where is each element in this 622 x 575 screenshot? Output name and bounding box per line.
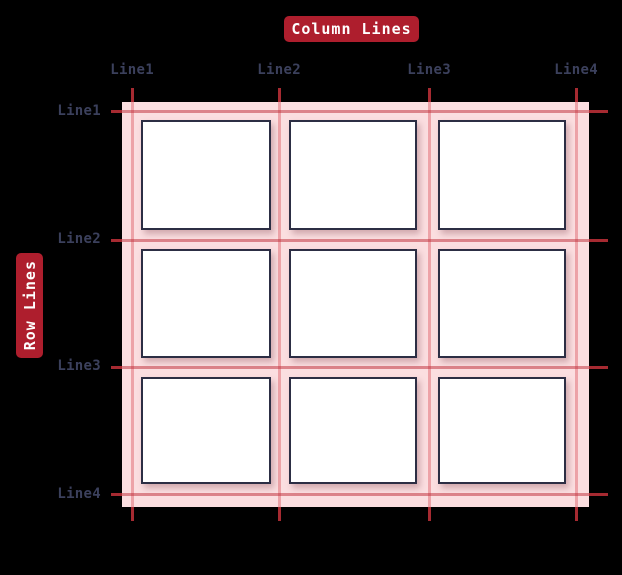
grid-cell-2-3: [438, 249, 566, 358]
grid-cell-3-1: [141, 377, 271, 484]
column-lines-badge: Column Lines: [284, 16, 419, 42]
row-label-line1: Line1: [57, 103, 101, 119]
row-label-line4: Line4: [57, 486, 101, 502]
column-grid-line-4-inner: [575, 102, 578, 507]
column-lines-badge-label: Column Lines: [291, 20, 412, 38]
column-label-line2: Line2: [257, 62, 301, 78]
column-grid-line-2-inner: [278, 102, 281, 507]
column-label-line4: Line4: [554, 62, 598, 78]
grid-cell-1-3: [438, 120, 566, 230]
column-grid-line-3-inner: [428, 102, 431, 507]
grid-cell-3-2: [289, 377, 417, 484]
row-lines-badge: Row Lines: [16, 253, 43, 358]
column-grid-line-1-inner: [131, 102, 134, 507]
grid-cell-3-3: [438, 377, 566, 484]
grid-cell-2-1: [141, 249, 271, 358]
grid-cell-1-1: [141, 120, 271, 230]
row-grid-line-4-inner: [122, 493, 589, 496]
row-grid-line-3-inner: [122, 366, 589, 369]
row-label-line2: Line2: [57, 231, 101, 247]
grid-cell-2-2: [289, 249, 417, 358]
row-lines-badge-label: Row Lines: [20, 260, 39, 351]
row-label-line3: Line3: [57, 358, 101, 374]
column-label-line1: Line1: [110, 62, 154, 78]
row-grid-line-1-inner: [122, 110, 589, 113]
row-grid-line-2-inner: [122, 239, 589, 242]
column-label-line3: Line3: [407, 62, 451, 78]
grid-cell-1-2: [289, 120, 417, 230]
